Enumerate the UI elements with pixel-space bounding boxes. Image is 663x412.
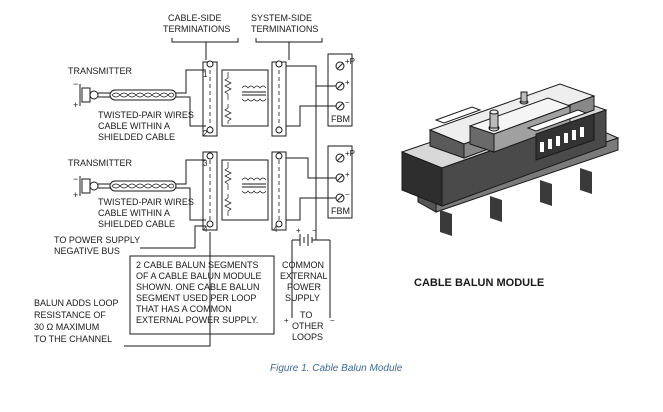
svg-text:+P: +P [345,57,355,66]
note-line-2: OF A CABLE BALUN MODULE [136,271,262,281]
balun-segment-1 [202,61,287,137]
fbm-label-1: FBM [331,114,350,124]
common-supply-3: POWER [287,282,322,292]
shielded-cable-2 [98,180,177,192]
svg-text:+: + [345,170,350,179]
transformer-coil-icon [241,177,267,194]
common-supply-4: SUPPLY [285,293,320,303]
svg-text:−: − [73,174,78,184]
shielded-cable-1 [98,89,177,101]
terminal-4-system: 4 [273,225,278,234]
cable-side-header: CABLE-SIDE [168,13,222,23]
note-line-4: SEGMENT USED PER LOOP [136,293,256,303]
screw-terminal-icon [206,152,283,228]
note-line-6: EXTERNAL POWER SUPPLY. [136,315,258,325]
svg-text:+: + [73,100,78,110]
wire-label-2: TWISTED-PAIR WIRES [98,197,194,207]
svg-text:+P: +P [345,149,355,158]
note-line-3: SHOWN. ONE CABLE BALUN [136,282,260,292]
fbm-label-2: FBM [331,206,350,216]
power-supply-label: TO POWER SUPPLY [54,235,140,245]
wire-label-1: TWISTED-PAIR WIRES [98,110,194,120]
wire-label-2c: SHIELDED CABLE [98,219,175,229]
resistor-icon [224,162,232,216]
fbm-block-2 [327,145,353,219]
svg-text:+: + [284,316,289,325]
svg-text:−: − [312,226,317,235]
terminal-4: 4 [203,225,208,234]
balun-segment-2 [202,151,287,231]
transmitter-icon: − + [73,79,99,110]
common-supply-2: EXTERNAL [280,271,328,281]
svg-text:−: − [330,316,335,325]
terminal-3: 3 [203,159,208,168]
figure-caption: Figure 1. Cable Balun Module [270,363,403,374]
system-side-header-2: TERMINATIONS [251,24,318,34]
balun-note-4: TO THE CHANNEL [34,334,112,344]
note-line-5: THAT HAS A COMMON [136,304,232,314]
transmitter-label-1: TRANSMITTER [68,66,132,76]
transformer-coil-icon [241,85,267,102]
wire-label-1b: CABLE WITHIN A [98,121,170,131]
svg-text:−: − [345,98,350,107]
svg-text:−: − [345,190,350,199]
wire-label-1c: SHIELDED CABLE [98,132,175,142]
balun-note-3: 30 Ω MAXIMUM [34,322,99,332]
wire-label-2b: CABLE WITHIN A [98,208,170,218]
system-side-bracket [255,38,323,43]
resistor-icon [224,72,232,124]
transmitter-icon: − + [73,174,99,200]
power-supply-label-2: NEGATIVE BUS [54,246,120,256]
svg-text:−: − [73,79,78,89]
svg-text:+: + [296,226,301,235]
cable-balun-module-image [400,83,620,236]
to-other-loops-2: OTHER [292,321,324,331]
terminal-1: 1 [203,70,208,79]
screw-terminal-icon [206,60,283,134]
note-line-1: 2 CABLE BALUN SEGMENTS [136,260,259,270]
svg-text:+: + [73,190,78,200]
transmitter-label-2: TRANSMITTER [68,158,132,168]
to-other-loops-1: TO [300,310,312,320]
system-side-header: SYSTEM-SIDE [251,13,312,23]
balun-note-1: BALUN ADDS LOOP [34,298,119,308]
fbm-block-1 [327,53,353,127]
module-title: CABLE BALUN MODULE [414,277,544,289]
battery-icon [292,234,330,246]
common-supply-1: COMMON [282,260,324,270]
cable-side-bracket [171,38,239,43]
svg-text:+: + [345,78,350,87]
note-box [129,255,275,335]
cable-side-header-2: TERMINATIONS [163,24,230,34]
to-other-loops-3: LOOPS [292,332,323,342]
terminal-2: 2 [203,129,208,138]
balun-note-2: RESISTANCE OF [34,310,106,320]
